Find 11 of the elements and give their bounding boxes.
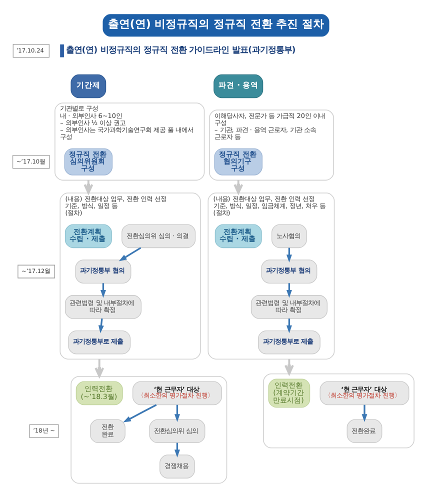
arrow (284, 358, 294, 374)
arrow (94, 358, 104, 377)
arrow (118, 246, 142, 261)
arrow (362, 404, 368, 422)
arrow (123, 404, 157, 422)
arrow (98, 318, 104, 333)
diagram-title: 출연(연) 비정규직의 정규직 전환 추진 절차 (108, 17, 324, 30)
cluster (70, 376, 228, 484)
label: 출연(연) 비정규직의 정규직 전환 가이드라인 발표(과기정통부) (66, 44, 296, 54)
cluster (263, 373, 414, 448)
arrow (174, 404, 180, 422)
